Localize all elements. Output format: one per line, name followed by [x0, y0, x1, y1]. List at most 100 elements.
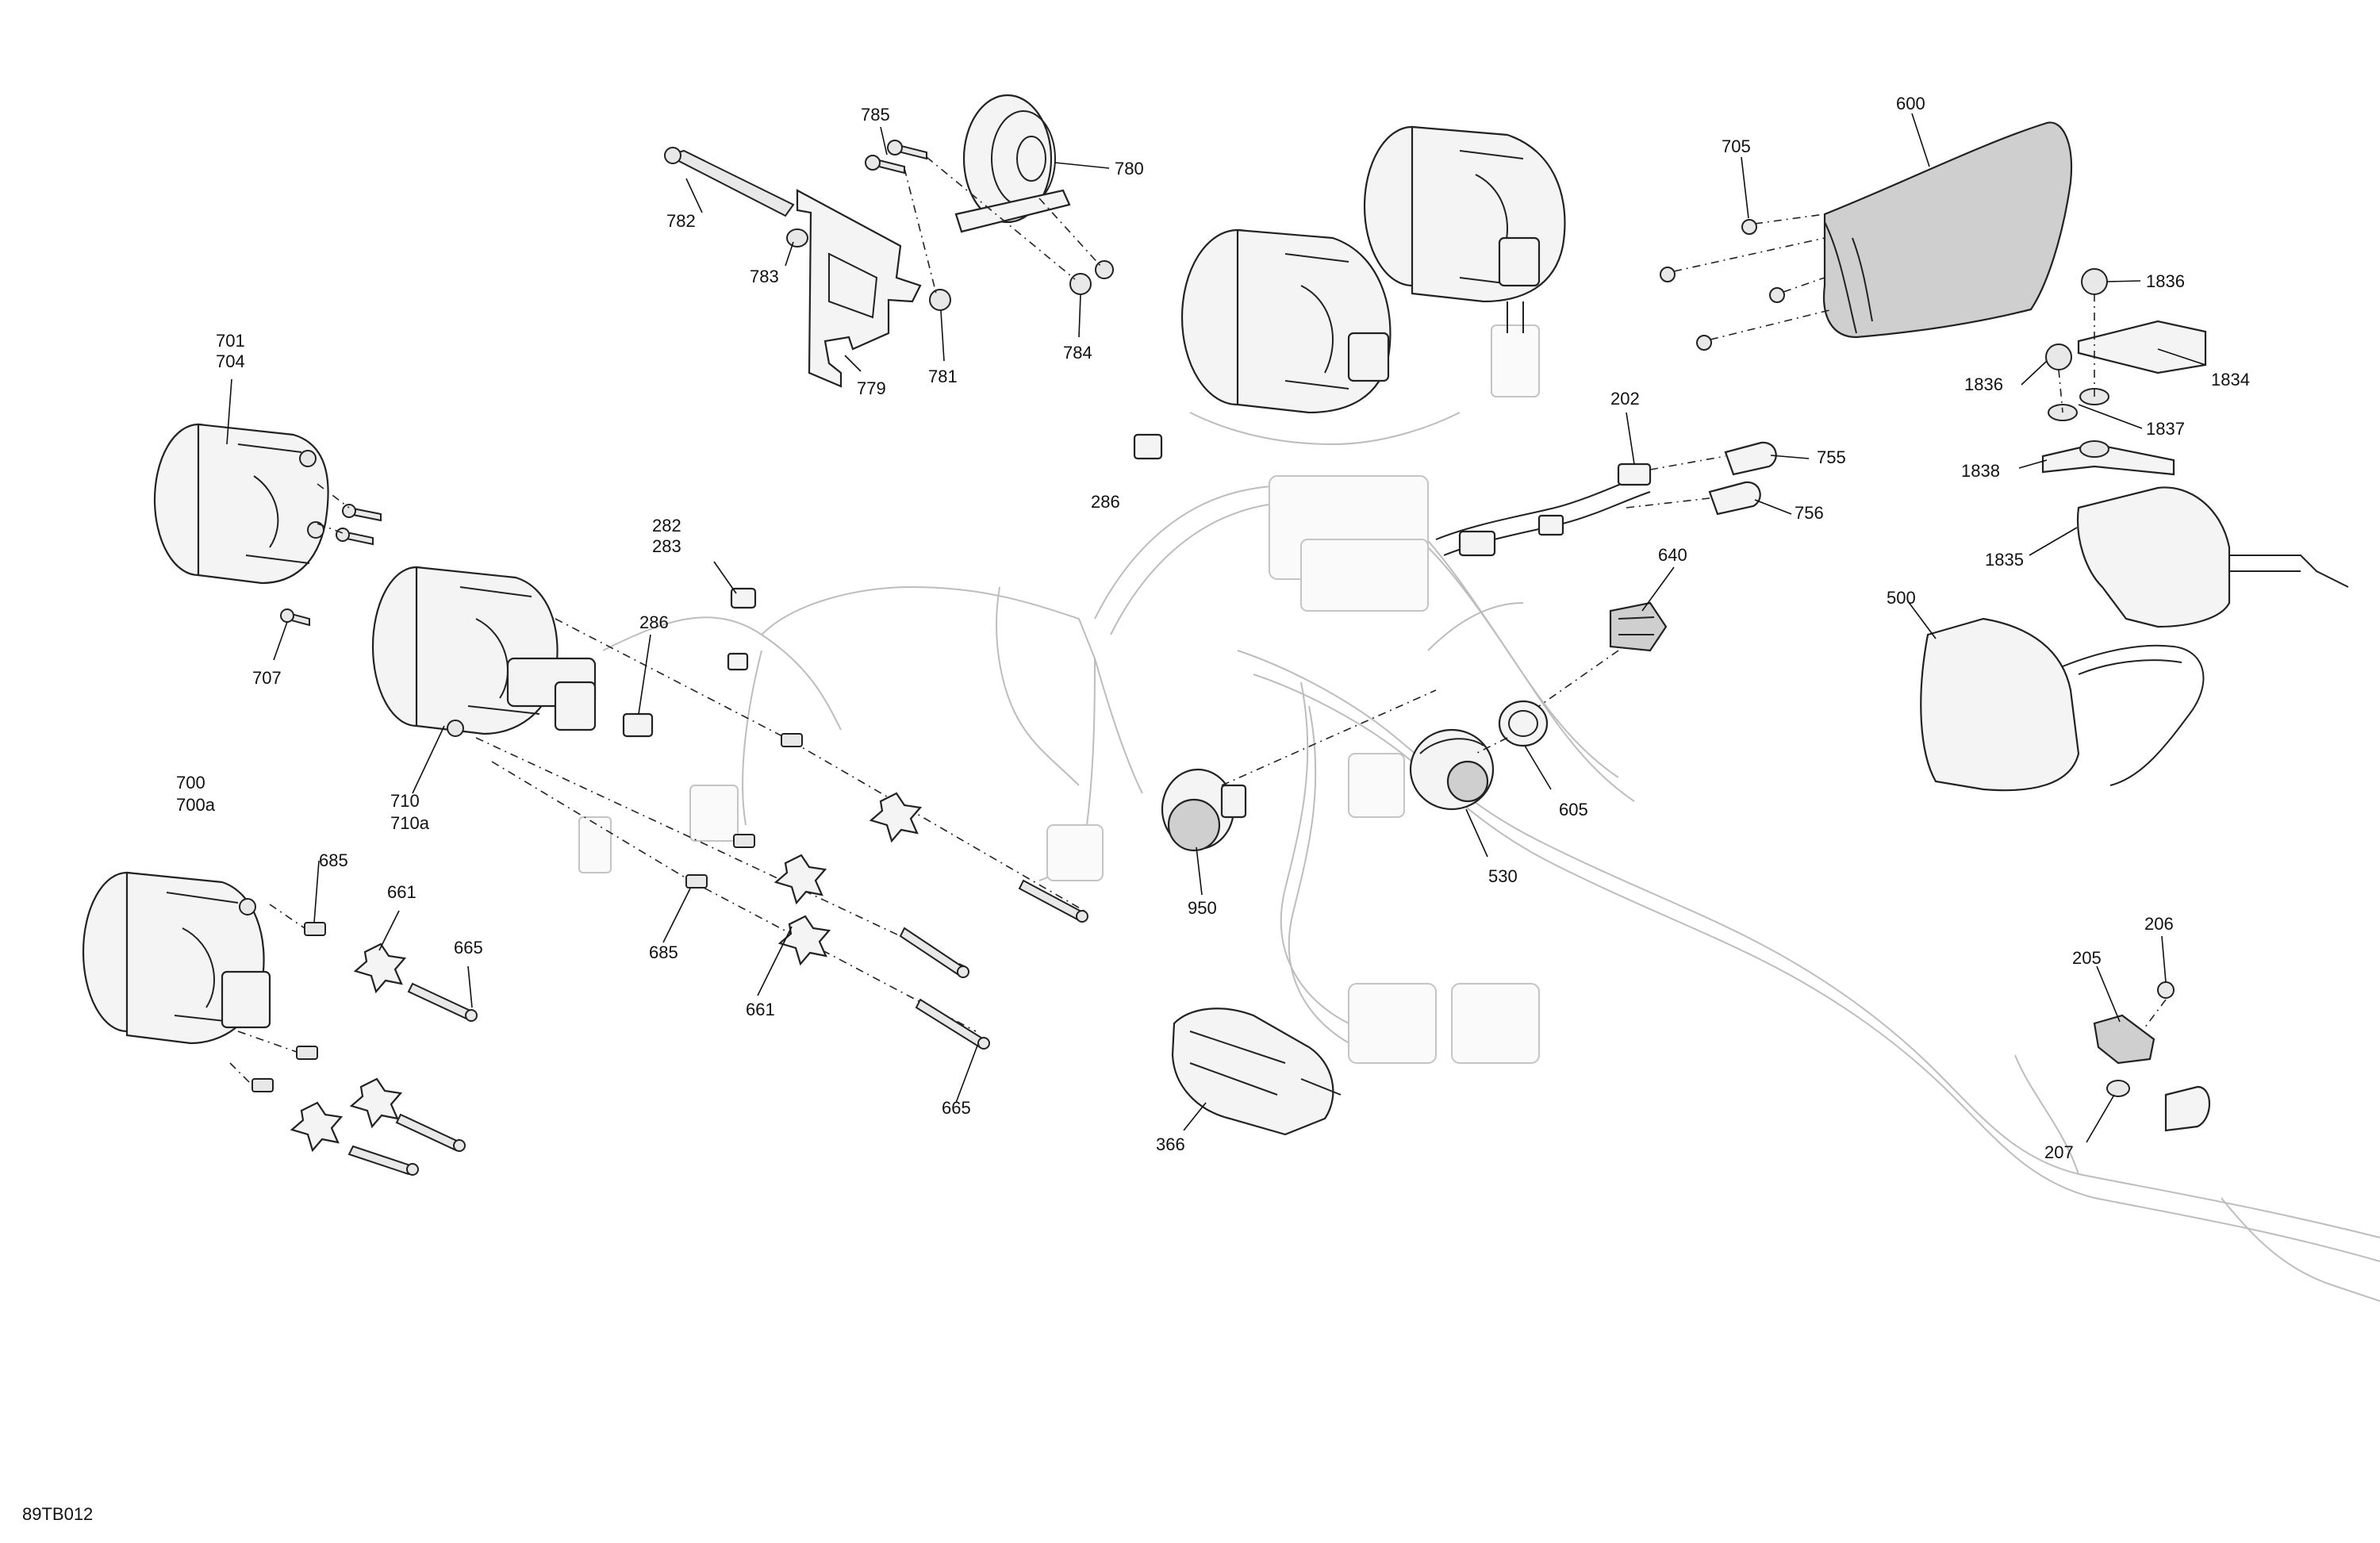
leader-lines: [226, 113, 2206, 1143]
horn-780: [954, 94, 1071, 233]
screw-1836-left: [2045, 344, 2072, 370]
switch-housing-500: [1920, 617, 2080, 792]
label-785: 785: [861, 105, 890, 125]
adjuster-hardware-center: [475, 618, 1088, 1050]
spring-685-low: [685, 874, 708, 889]
label-756: 756: [1795, 503, 1824, 523]
label-661-left: 661: [387, 882, 416, 902]
label-1838: 1838: [1961, 461, 2000, 481]
label-366: 366: [1156, 1134, 1185, 1154]
drawing-id: 89TB012: [22, 1504, 93, 1524]
screw-665-upper: [1018, 879, 1084, 922]
light-assembly-710: [371, 566, 757, 738]
screw-665-a: [407, 982, 474, 1021]
screw-206: [2157, 981, 2175, 999]
label-710: 710: [390, 791, 420, 811]
label-1835: 1835: [1985, 550, 2024, 570]
nut-784-a: [1069, 273, 1092, 295]
knob-661-mid: [774, 854, 827, 905]
label-782: 782: [666, 211, 696, 231]
bracket-group-205: [2093, 981, 2211, 1132]
spring-685-mid: [733, 834, 755, 848]
label-700a: 700a: [176, 795, 216, 815]
label-781: 781: [928, 367, 958, 386]
power-socket-950: [1161, 768, 1247, 852]
screws-705: [1660, 213, 1833, 351]
label-1834: 1834: [2211, 370, 2250, 390]
plate-1834: [2077, 320, 2207, 374]
knob-661-upper: [869, 792, 923, 843]
cover-600: [1822, 121, 2072, 339]
bracket-205: [2093, 1014, 2155, 1065]
spring-685-upper: [781, 733, 803, 747]
label-202: 202: [1610, 389, 1640, 409]
light-assembly-700: [82, 871, 478, 1176]
wiring-202: [1435, 463, 1652, 557]
label-206: 206: [2144, 914, 2174, 934]
bulb-756: [1708, 481, 1761, 516]
spring-685-b: [296, 1046, 318, 1060]
label-707: 707: [252, 668, 282, 688]
label-1837: 1837: [2146, 419, 2185, 439]
label-530: 530: [1488, 866, 1518, 886]
label-500: 500: [1887, 588, 1916, 608]
label-205: 205: [2072, 948, 2102, 968]
label-701: 701: [216, 331, 245, 351]
label-1836-left: 1836: [1964, 374, 2003, 394]
label-704: 704: [216, 351, 245, 371]
spring-685-a: [304, 922, 326, 936]
label-665-mid: 665: [942, 1098, 971, 1118]
label-700: 700: [176, 773, 205, 793]
bracket-779: [796, 189, 922, 388]
label-784: 784: [1063, 343, 1092, 363]
headlight-assembly-upper: [1180, 125, 1566, 414]
label-286-left: 286: [639, 612, 669, 632]
label-283: 283: [652, 536, 681, 556]
handlebar-switch-group: [1920, 268, 2349, 792]
label-1836-top: 1836: [2146, 271, 2185, 291]
label-780: 780: [1115, 159, 1144, 178]
label-779: 779: [857, 378, 886, 398]
nut-781: [929, 289, 951, 311]
bulb-755: [1724, 441, 1777, 476]
label-286-upper: 286: [1091, 492, 1120, 512]
wiring-harness-ghost: [578, 324, 2380, 1302]
label-600: 600: [1896, 94, 1925, 113]
ring-605: [1498, 700, 1549, 747]
module-366: [1171, 1008, 1342, 1136]
screw-665-mid: [899, 927, 965, 977]
horn-bracket-cluster: [664, 94, 1114, 388]
label-685-left: 685: [319, 850, 348, 870]
spacer-783: [786, 228, 808, 248]
screw-665-low: [915, 998, 985, 1049]
label-207: 207: [2044, 1142, 2074, 1162]
label-950: 950: [1188, 898, 1217, 918]
label-705: 705: [1722, 136, 1751, 156]
nut-784-b: [1095, 260, 1114, 279]
washer-207: [2106, 1080, 2130, 1097]
clip-286-left: [622, 712, 654, 738]
switch-1835: [2077, 486, 2231, 628]
knob-661-low: [777, 915, 831, 966]
clip-286-upper: [1133, 433, 1163, 460]
label-710a: 710a: [390, 813, 430, 833]
label-661-mid: 661: [746, 1000, 775, 1019]
connector-640: [1609, 601, 1668, 652]
label-755: 755: [1817, 447, 1846, 467]
label-282: 282: [652, 516, 681, 535]
knob-661-a: [353, 942, 407, 994]
light-housing-701: [153, 423, 382, 627]
label-640: 640: [1658, 545, 1687, 565]
switch-530: [1409, 728, 1495, 811]
screw-1836-top: [2081, 268, 2108, 295]
knob-661-b: [349, 1077, 403, 1129]
label-685-mid: 685: [649, 942, 678, 962]
bolt-782: [664, 147, 795, 217]
label-605: 605: [1559, 800, 1588, 819]
callout-labels: 600 705 785 780 782 783 779 781 784 701 …: [176, 94, 2250, 1162]
label-665-left: 665: [454, 938, 483, 958]
center-components: [1133, 433, 1777, 1136]
label-783: 783: [750, 267, 779, 286]
clip-282-283: [730, 587, 757, 609]
